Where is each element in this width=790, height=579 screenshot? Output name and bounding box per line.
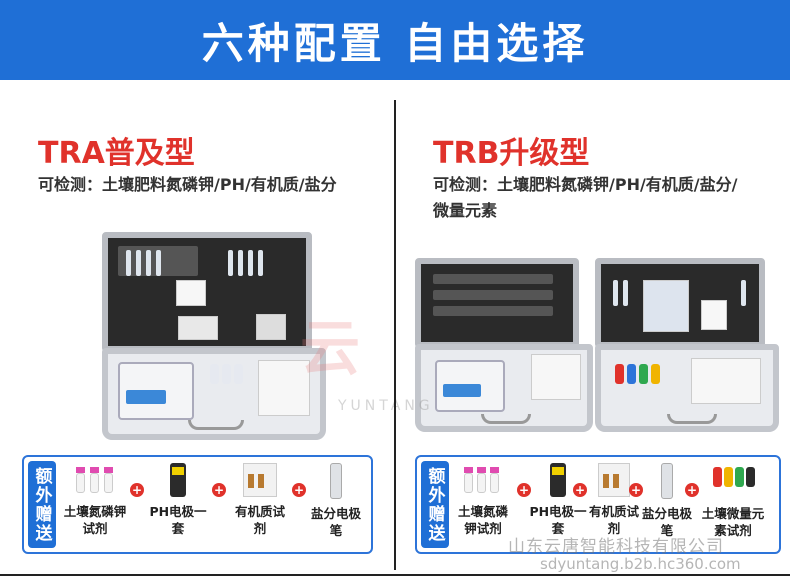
bottle <box>615 364 624 384</box>
gift-tag-label: 额外赠送 <box>31 466 52 543</box>
foam-slot <box>433 306 553 316</box>
gift-label: 盐分电极笔 <box>641 506 692 538</box>
tube <box>156 250 161 276</box>
tube <box>258 250 263 276</box>
gift-item-salinity-pen: 盐分电极笔 <box>641 463 693 539</box>
bottle <box>651 364 660 384</box>
gift-item-salinity-pen: 盐分电极笔 <box>306 463 366 539</box>
analyzer-device <box>435 360 505 412</box>
gift-label: 盐分电极笔 <box>310 506 361 538</box>
tra-description: 可检测：土壤肥料氮磷钾/PH/有机质/盐分 <box>38 175 337 194</box>
header-banner: 六种配置 自由选择 <box>0 0 790 80</box>
analyzer-screen <box>126 390 166 404</box>
reagent-box <box>258 360 310 416</box>
watermark-logo: 云 <box>300 314 360 384</box>
case-base <box>415 344 593 432</box>
bottle <box>210 364 219 384</box>
organic-reagent-icon <box>598 463 630 497</box>
gift-label: 土壤微量元素试剂 <box>701 506 765 538</box>
bottle <box>222 364 231 384</box>
company-watermark: 山东云唐智能科技有限公司 <box>508 537 724 557</box>
trb-panel: TRB升级型 可检测：土壤肥料氮磷钾/PH/有机质/盐分/微量元素 <box>405 80 785 574</box>
panel-divider <box>394 100 396 570</box>
plus-icon: + <box>685 483 699 497</box>
tube <box>613 280 618 306</box>
salinity-pen-icon <box>661 463 673 499</box>
bottom-rule <box>0 574 790 576</box>
case-handle <box>481 414 531 424</box>
gift-tag: 额外赠送 <box>28 461 56 548</box>
trb-case-left-image <box>415 258 593 434</box>
gift-item-npk-reagent: 土壤氮磷钾试剂 <box>453 463 513 537</box>
gift-tag-label: 额外赠送 <box>424 466 445 543</box>
gift-item-organic-reagent: 有机质试剂 <box>585 463 643 537</box>
bottle <box>234 364 243 384</box>
salinity-pen-icon <box>330 463 342 499</box>
gift-item-organic-reagent: 有机质试剂 <box>230 463 290 537</box>
reagent-bottles-icon <box>72 463 118 497</box>
url-watermark: sdyuntang.b2b.hc360.com <box>540 555 741 573</box>
case-base <box>102 348 326 440</box>
tube <box>228 250 233 276</box>
trb-description: 可检测：土壤肥料氮磷钾/PH/有机质/盐分/微量元素 <box>433 175 738 220</box>
trb-gift-bar: 额外赠送 土壤氮磷钾试剂 + PH电极一套 + 有机质试剂 + 盐分电极笔 + <box>415 455 781 554</box>
bottle <box>639 364 648 384</box>
foam-slot <box>433 290 553 300</box>
plus-icon: + <box>573 483 587 497</box>
banner-title: 六种配置 自由选择 <box>201 18 589 68</box>
reagent-box <box>643 280 689 332</box>
gift-label: PH电极一套 <box>529 504 587 536</box>
tube <box>623 280 628 306</box>
case-handle <box>667 414 717 424</box>
plus-icon: + <box>629 483 643 497</box>
reagent-bottles-icon <box>462 463 504 497</box>
tube <box>146 250 151 276</box>
case-handle <box>188 420 244 430</box>
case-lid <box>595 258 765 348</box>
gift-label: 土壤氮磷钾试剂 <box>63 504 127 536</box>
gift-label: 有机质试剂 <box>588 504 639 536</box>
tube <box>741 280 746 306</box>
gift-label: PH电极一套 <box>149 504 207 536</box>
plus-icon: + <box>292 483 306 497</box>
tube <box>136 250 141 276</box>
case-lid <box>102 232 312 352</box>
reagent-box <box>531 354 581 400</box>
trace-reagent-bottles-icon <box>711 463 755 499</box>
ph-electrode-icon <box>170 463 186 497</box>
tra-case-image <box>102 232 326 442</box>
tra-gift-bar: 额外赠送 土壤氮磷钾试剂 + PH电极一套 + 有机质试剂 + 盐分电极笔 <box>22 455 373 554</box>
plus-icon: + <box>517 483 531 497</box>
case-base <box>595 344 779 432</box>
trb-title: TRB升级型 <box>433 136 590 171</box>
reagent-box <box>691 358 761 404</box>
gift-item-ph-electrode: PH电极一套 <box>148 463 208 537</box>
tra-panel: TRA普及型 可检测：土壤肥料氮磷钾/PH/有机质/盐分 <box>10 80 390 574</box>
trb-case-right-image <box>595 258 779 434</box>
tube <box>248 250 253 276</box>
reagent-box <box>256 314 286 340</box>
bottle <box>627 364 636 384</box>
plus-icon: + <box>130 483 144 497</box>
foam-slot <box>433 274 553 284</box>
watermark-subtitle: YUNTANG <box>338 398 434 414</box>
gift-tag: 额外赠送 <box>421 461 449 548</box>
reagent-box <box>176 280 206 306</box>
gift-item-npk-reagent: 土壤氮磷钾试剂 <box>62 463 128 537</box>
gift-item-trace-element-reagent: 土壤微量元素试剂 <box>697 463 769 539</box>
tube <box>238 250 243 276</box>
gift-item-ph-electrode: PH电极一套 <box>529 463 587 537</box>
reagent-box <box>701 300 727 330</box>
analyzer-screen <box>443 384 481 397</box>
analyzer-device <box>118 362 194 420</box>
tra-title: TRA普及型 <box>38 136 195 171</box>
plus-icon: + <box>212 483 226 497</box>
ph-electrode-icon <box>550 463 566 497</box>
reagent-box <box>178 316 218 340</box>
case-lid <box>415 258 579 348</box>
tube <box>126 250 131 276</box>
organic-reagent-icon <box>243 463 277 497</box>
gift-label: 有机质试剂 <box>234 504 285 536</box>
gift-label: 土壤氮磷钾试剂 <box>457 504 508 536</box>
